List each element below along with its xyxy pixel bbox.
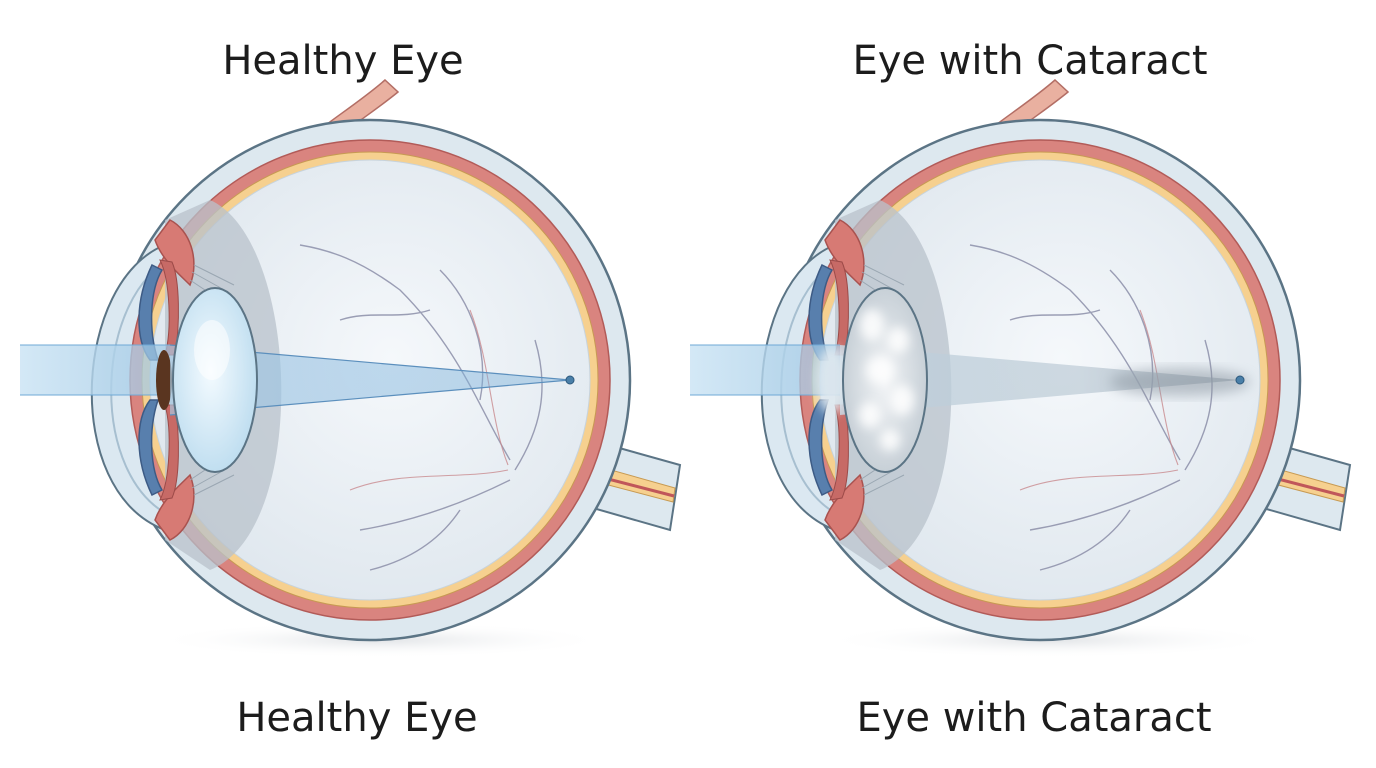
title-cataract-eye: Eye with Cataract [852,38,1208,84]
cataract-eye-cross-section-icon [690,78,1352,658]
title-healthy-eye: Healthy Eye [222,38,464,84]
healthy-eye-cross-section-icon [20,78,682,658]
caption-healthy-eye: Healthy Eye [236,695,478,741]
caption-cataract-eye: Eye with Cataract [856,695,1212,741]
